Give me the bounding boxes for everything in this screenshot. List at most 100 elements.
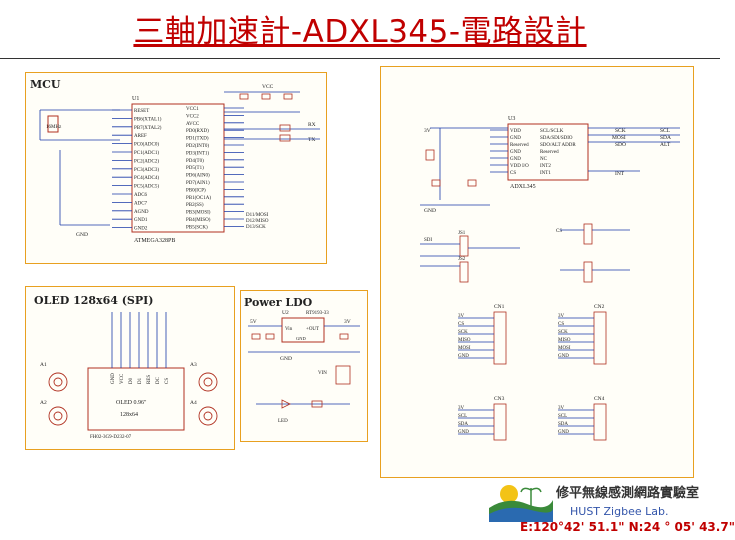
mcu-right-pin-label: AVCC: [186, 122, 200, 127]
accel-left-pin-label: VDD: [510, 129, 521, 134]
connector-pin-label: MOSI: [458, 346, 471, 351]
mcu-right-pin-label: PD3(INT1): [186, 151, 209, 156]
jumper-js2: [459, 261, 469, 283]
mcu-left-pin-label: PC4(ADC4): [134, 176, 159, 181]
accel-left-pin-label: GND: [510, 136, 521, 141]
jumper-js2-label: JS2: [458, 257, 466, 262]
svg-text:+OUT: +OUT: [306, 327, 319, 332]
mcu-gnd-label: GND: [76, 232, 88, 238]
oled-pin-label: VCC: [120, 373, 125, 384]
ldo-reg-part: RT9193-33: [306, 311, 329, 316]
oled-pin-label: DC: [156, 376, 161, 384]
ldo-3v-label: 3V: [344, 319, 351, 325]
connector-pin-label: GND: [458, 354, 469, 359]
ldo-regulator-body: [281, 317, 325, 343]
lab-logo-icon: [489, 485, 553, 522]
accel-sdo-label: SDO: [615, 142, 626, 148]
mcu-right-pin-label: PD4(T0): [186, 159, 204, 164]
accel-left-pin-label: GND: [510, 150, 521, 155]
mcu-right-pin-label: PD0(RXD): [186, 129, 209, 134]
accel-sdi-label: SDI: [424, 238, 432, 243]
mcu-right-pin-label: PB2(SS): [186, 203, 204, 208]
oled-module-body: [87, 367, 185, 431]
connector-pin-label: 3V: [558, 406, 565, 411]
ldo-reg-ref: U2: [282, 310, 289, 316]
mcu-right-pins: VCC1VCC2AVCCPD0(RXD)PD1(TXD)PD2(INT0)PD3…: [186, 107, 244, 230]
mcu-left-pin-label: PB7(XTAL2): [134, 126, 162, 131]
cn2-label: CN2: [594, 304, 605, 310]
accel-gnd-label: GND: [424, 208, 436, 214]
connector-pin-label: CS: [458, 322, 464, 327]
accel-int-label: INT: [615, 171, 625, 177]
connector-pin-label: MISO: [558, 338, 571, 343]
jumper-js1-label: JS1: [458, 231, 466, 236]
mount-a3: [198, 372, 218, 392]
mcu-left-pin-label: ADC6: [134, 193, 148, 198]
oled-pin-label: CS: [165, 378, 170, 384]
accel-sda-label: SDA: [660, 135, 671, 141]
mcu-miso-label: D12/MISO: [246, 219, 269, 224]
mcu-tx-label: TX: [308, 137, 315, 143]
ldo-gnd-label: GND: [280, 356, 292, 362]
accel-right-pin-label: INT1: [540, 171, 551, 176]
mcu-chip-part: ATMEGA328PB: [134, 238, 175, 244]
connector-pin-label: 3V: [558, 314, 565, 319]
mcu-right-pin-label: PB3(MOSI): [186, 211, 211, 216]
jumper-js1: [459, 235, 469, 257]
mcu-left-pin-label: PC2(ADC2): [134, 159, 159, 164]
connector-pin-label: GND: [558, 430, 569, 435]
connector-pin-label: GND: [558, 354, 569, 359]
mcu-sck-label: D13/SCK: [246, 225, 266, 230]
crystal: [47, 115, 59, 133]
oled-pin-label: D0: [129, 377, 134, 384]
oled-pin-label: D1: [138, 377, 143, 384]
mount-a4: [198, 406, 218, 426]
connector-body: [493, 403, 507, 441]
svg-text:A3: A3: [190, 362, 197, 368]
cn3-label: CN3: [494, 396, 505, 402]
accel-left-pin-label: GND: [510, 157, 521, 162]
accel-chip-part: ADXL345: [510, 184, 536, 190]
mcu-right-pin-label: PB4(MISO): [186, 218, 211, 223]
mcu-left-pin-label: GND1: [134, 218, 148, 223]
lab-coordinates: E:120°42' 51.1" N:24 ° 05' 43.7": [520, 520, 735, 534]
mount-a2: [48, 406, 68, 426]
connector-pin-label: 3V: [458, 314, 465, 319]
oled-module-text: OLED 0.96": [116, 400, 147, 406]
lab-name: 修平無線感測網路實驗室: [556, 486, 700, 501]
accel-chip-body: [507, 123, 589, 181]
schematic-drawing: U1 ATMEGA328PB RESETPB6(XTAL1)PB7(XTAL2)…: [39, 84, 680, 441]
connector-pin-label: SDA: [558, 422, 568, 427]
svg-text:GND: GND: [296, 336, 306, 341]
connector-pin-label: MOSI: [558, 346, 571, 351]
mcu-right-pin-label: PD1(TXD): [186, 137, 209, 142]
oled-heading: OLED 128x64 (SPI): [34, 294, 154, 307]
ldo-panel: [240, 290, 368, 442]
mcu-right-pin-label: VCC1: [186, 107, 199, 112]
mount-a1: [48, 372, 68, 392]
svg-text:A2: A2: [40, 400, 47, 406]
mcu-left-pin-label: AGND: [134, 210, 149, 215]
slide-title: 三軸加速計-ADXL345-電路設計: [133, 14, 587, 50]
mcu-vcc-label: VCC: [262, 84, 274, 90]
mcu-left-pin-label: PC5(ADC5): [134, 185, 159, 190]
mcu-left-pin-label: PC0(ADC0): [134, 143, 159, 148]
accel-right-pin-label: INT2: [540, 164, 551, 169]
mcu-left-pin-label: PC1(ADC1): [134, 151, 159, 156]
connector-pin-label: 3V: [458, 406, 465, 411]
connector-pin-label: GND: [458, 430, 469, 435]
accel-left-pin-label: CS: [510, 171, 516, 176]
mcu-heading: MCU: [30, 78, 61, 91]
lab-subtitle: HUST Zigbee Lab.: [570, 505, 669, 518]
connector-pin-label: SCL: [458, 414, 467, 419]
oled-part-no: FH02-3G9-D232-07: [90, 435, 132, 440]
accel-right-pin-label: SDA/SDI/SDIO: [540, 136, 573, 141]
mcu-left-pin-label: PC3(ADC3): [134, 168, 159, 173]
mcu-mosi-label: D11/MOSI: [246, 213, 269, 218]
accel-cs-label: CS: [556, 229, 562, 234]
